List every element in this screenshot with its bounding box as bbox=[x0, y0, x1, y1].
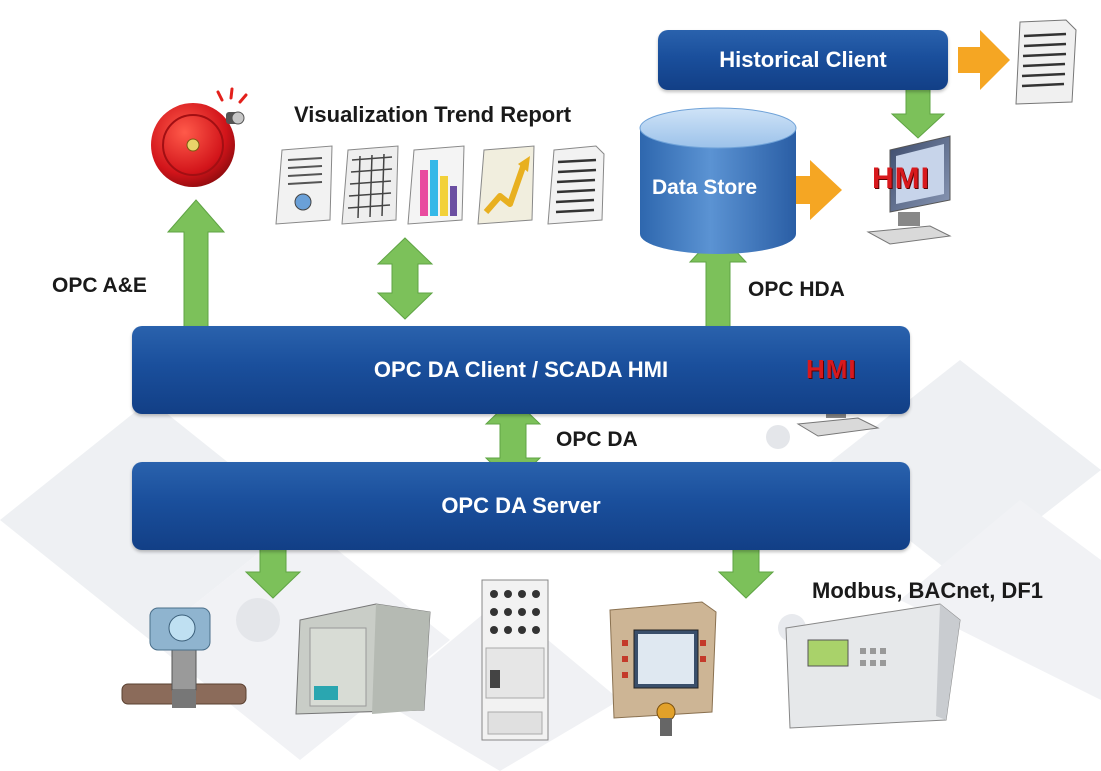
hmi-monitor-icon bbox=[866, 135, 952, 245]
opc-da-client-label: OPC DA Client / SCADA HMI bbox=[373, 357, 669, 382]
analyzer-rack-device bbox=[785, 603, 961, 729]
data-store-cylinder bbox=[639, 107, 797, 254]
circuit-breaker-device bbox=[481, 579, 549, 741]
opc-da-client-bar: OPC DA Client / SCADA HMI bbox=[132, 326, 910, 414]
operator-panel-device bbox=[609, 601, 717, 736]
protocols-label: Modbus, BACnet, DF1 bbox=[812, 578, 1043, 603]
alarm-bell-icon bbox=[151, 87, 248, 187]
report-table-icon bbox=[341, 145, 399, 225]
report-document-icon bbox=[275, 145, 333, 225]
flow-meter-device bbox=[121, 607, 247, 708]
report-trend-chart-icon bbox=[477, 145, 535, 225]
data-store-label: Data Store bbox=[652, 176, 758, 199]
opc-da-server-label: OPC DA Server bbox=[441, 493, 601, 518]
historical-client-bar: Historical Client bbox=[658, 30, 948, 90]
historical-output-document-icon bbox=[1015, 19, 1077, 105]
historical-output-arrow bbox=[958, 30, 1010, 90]
opc-ae-label: OPC A&E bbox=[52, 274, 147, 297]
plc-module-device bbox=[295, 603, 431, 715]
data-store-hmi-arrow bbox=[790, 160, 842, 220]
visualization-arrow bbox=[376, 237, 434, 320]
visualization-trend-report-label: Visualization Trend Report bbox=[294, 102, 572, 127]
historical-client-label: Historical Client bbox=[719, 47, 887, 72]
opc-da-label: OPC DA bbox=[556, 428, 638, 451]
opc-da-server-bar: OPC DA Server bbox=[132, 462, 910, 550]
opc-hda-label: OPC HDA bbox=[748, 278, 845, 301]
report-bar-chart-icon bbox=[407, 145, 465, 225]
hmi-badge-small: HMI bbox=[806, 354, 857, 384]
report-list-icon bbox=[547, 145, 605, 225]
hmi-badge-top: HMI bbox=[872, 162, 930, 195]
